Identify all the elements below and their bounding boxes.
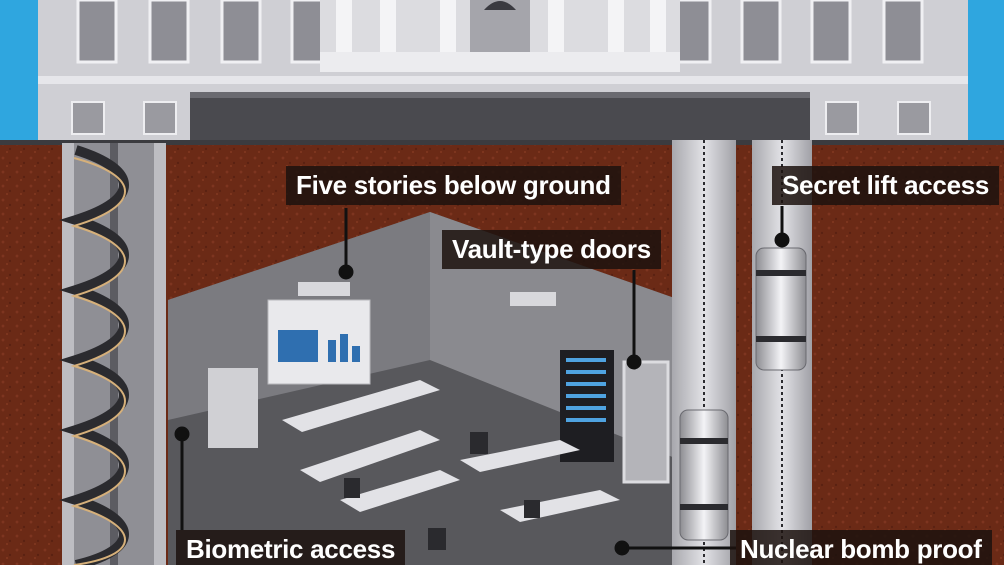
spiral-staircase bbox=[59, 143, 166, 565]
label-biometric: Biometric access bbox=[176, 530, 406, 565]
callout-pointers bbox=[174, 206, 790, 556]
label-secret-lift: Secret lift access bbox=[772, 166, 1000, 205]
label-five-stories: Five stories below ground bbox=[286, 166, 621, 205]
bunker-room bbox=[168, 212, 680, 565]
building-facade bbox=[38, 0, 968, 145]
elevator-shaft-center bbox=[672, 140, 736, 565]
label-vault-doors: Vault-type doors bbox=[442, 230, 661, 269]
label-nuclear: Nuclear bomb proof bbox=[730, 530, 992, 565]
